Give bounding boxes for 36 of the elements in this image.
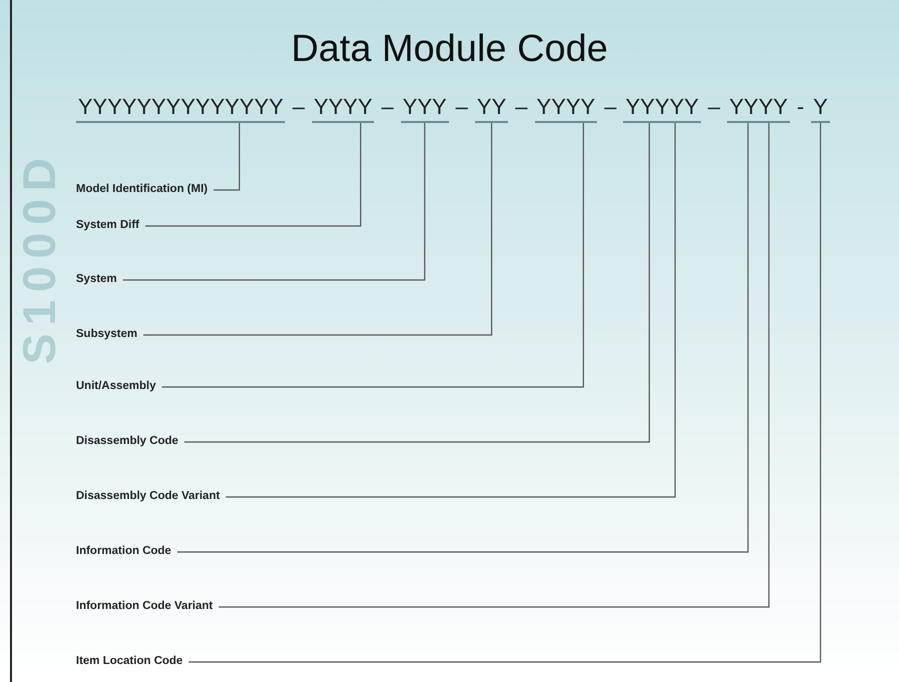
field-label: System: [76, 273, 117, 285]
code-segment: YYYYYYYYYYYYYY: [76, 96, 286, 123]
code-segment: YY: [474, 96, 508, 123]
field-label: Item Location Code: [76, 655, 183, 667]
separator: –: [381, 96, 394, 118]
separator: -: [796, 96, 804, 118]
leader-line: [162, 123, 584, 388]
separator: –: [708, 96, 720, 118]
field-label: System Diff: [76, 219, 140, 231]
separator: –: [515, 96, 528, 118]
separator: –: [604, 96, 616, 118]
code-segment: YYYYY: [623, 96, 701, 123]
leader-line: [218, 123, 770, 608]
leader-line: [143, 123, 492, 336]
title: Data Module Code: [291, 28, 608, 71]
leader-line: [122, 123, 426, 281]
code-segment: Y: [811, 96, 830, 123]
leader-line: [184, 123, 650, 443]
field-label: Disassembly Code: [76, 435, 178, 447]
leader-line: [214, 123, 240, 191]
separator: –: [292, 96, 305, 118]
field-label: Model Identification (MI): [76, 183, 208, 195]
field-label: Unit/Assembly: [76, 380, 156, 392]
code-segment: YYYY: [312, 96, 374, 123]
leader-line: [145, 123, 362, 227]
leader-line: [188, 123, 822, 663]
code-segment: YYYY: [727, 96, 790, 123]
separator: –: [456, 96, 468, 118]
field-label: Information Code: [76, 545, 172, 557]
field-label: Information Code Variant: [76, 600, 213, 612]
leader-line: [177, 123, 749, 553]
field-label: Disassembly Code Variant: [76, 490, 220, 502]
code-segment: YYYY: [534, 96, 598, 123]
field-label: Subsystem: [76, 328, 138, 340]
leader-line: [226, 123, 676, 498]
code-segment: YYY: [400, 96, 449, 123]
